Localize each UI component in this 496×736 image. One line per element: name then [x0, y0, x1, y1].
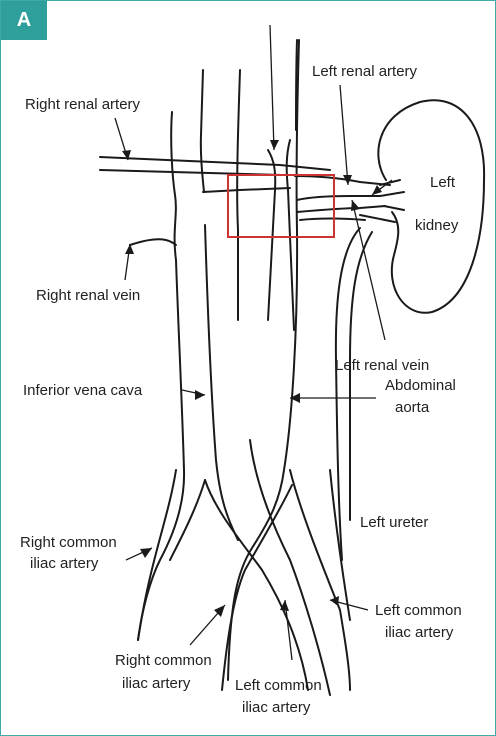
- left-iliac-outer: [330, 470, 350, 620]
- arrowhead-left-kidney: [372, 185, 382, 195]
- renal-hilum-branch-2: [380, 192, 404, 196]
- label-left-ureter: Left ureter: [360, 514, 428, 531]
- arrow-left-renal-artery: [340, 85, 348, 185]
- arrow-top: [270, 25, 274, 150]
- left-renal-vein-lower: [297, 206, 385, 212]
- arrowhead-left-renal-vein: [351, 200, 360, 211]
- right-iliac-split-2: [170, 480, 205, 560]
- label-left-common-iliac-2-l2: iliac artery: [242, 699, 311, 716]
- label-left-common-iliac-1-l2: iliac artery: [385, 624, 454, 641]
- left-renal-vein-upper: [297, 196, 380, 200]
- center-iliac-1: [250, 440, 330, 695]
- right-iliac-split-1: [205, 480, 308, 690]
- arrowhead-right-renal-vein: [125, 244, 134, 254]
- label-right-common-iliac-2-l2: iliac artery: [122, 675, 191, 692]
- label-right-common-iliac-1-l1: Right common: [20, 534, 117, 551]
- left-iliac-inner: [222, 485, 292, 690]
- right-renal-vein-top: [203, 188, 290, 192]
- label-right-renal-vein: Right renal vein: [36, 287, 140, 304]
- arrowhead-top: [270, 140, 279, 150]
- label-right-common-iliac-2-l1: Right common: [115, 652, 212, 669]
- label-left-kidney-1: Left: [430, 174, 456, 191]
- label-left-common-iliac-2-l1: Left common: [235, 677, 322, 694]
- label-left-common-iliac-1-l1: Left common: [375, 602, 462, 619]
- right-renal-vein-curve: [130, 239, 176, 245]
- label-left-renal-vein: Left renal vein: [335, 357, 429, 374]
- left-kidney-outline: [378, 100, 484, 313]
- central-right-wall: [287, 140, 294, 330]
- right-renal-artery-top: [100, 157, 330, 170]
- label-abdominal-aorta-1: Abdominal: [385, 377, 456, 394]
- left-ureter-inner: [350, 232, 372, 520]
- label-right-common-iliac-1-l2: iliac artery: [30, 555, 99, 572]
- highlight-box: [228, 175, 334, 237]
- ivc-left-wall: [138, 112, 184, 640]
- label-left-kidney-2: kidney: [415, 217, 459, 234]
- label-right-renal-artery: Right renal artery: [25, 96, 141, 113]
- label-inferior-vena-cava: Inferior vena cava: [23, 382, 143, 399]
- arrowhead-ivc: [195, 390, 205, 400]
- aorta-left-wall: [237, 70, 240, 320]
- label-left-renal-artery: Left renal artery: [312, 63, 418, 80]
- left-renal-artery: [295, 176, 390, 185]
- renal-hilum-branch-3: [384, 206, 404, 210]
- left-renal-branch-right: [300, 219, 365, 221]
- label-abdominal-aorta-2: aorta: [395, 399, 430, 416]
- aorta-top-left: [296, 40, 297, 130]
